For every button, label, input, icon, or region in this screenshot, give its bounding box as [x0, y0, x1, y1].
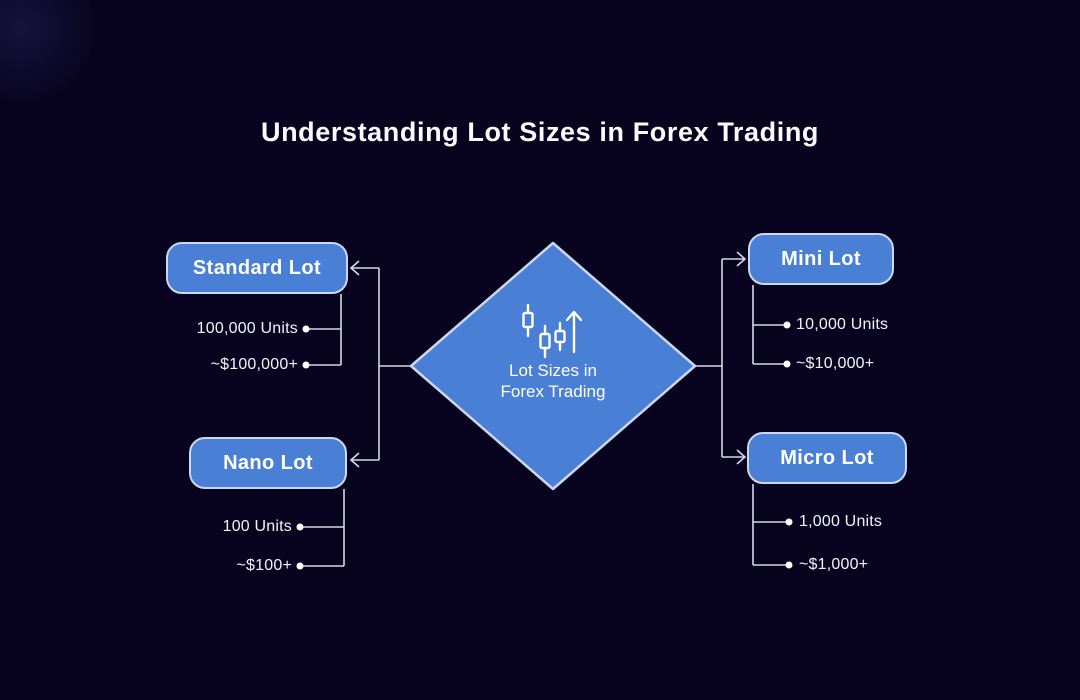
- candlestick-chart-up-arrow-icon: [522, 303, 583, 359]
- node-nano-lot-label: Nano Lot: [223, 451, 313, 474]
- stat-nano-value: ~$100+: [236, 557, 292, 574]
- node-mini-lot-label: Mini Lot: [781, 247, 861, 270]
- arrowhead-mini: [736, 251, 747, 267]
- node-nano-lot: Nano Lot: [189, 437, 347, 489]
- node-mini-lot: Mini Lot: [748, 233, 894, 285]
- stat-mini-value: ~$10,000+: [796, 355, 875, 372]
- stat-standard-value: ~$100,000+: [210, 356, 298, 373]
- center-label-line1: Lot Sizes in: [509, 361, 597, 380]
- connector-dots: [296, 321, 793, 570]
- node-micro-lot: Micro Lot: [747, 432, 907, 484]
- connector-lines: [302, 251, 788, 567]
- node-micro-lot-label: Micro Lot: [780, 446, 874, 469]
- center-diamond: [409, 241, 697, 491]
- node-standard-lot: Standard Lot: [166, 242, 348, 294]
- stat-standard-units: 100,000 Units: [196, 320, 298, 337]
- stat-micro-units: 1,000 Units: [799, 513, 883, 530]
- node-standard-lot-label: Standard Lot: [192, 256, 322, 279]
- stat-micro-value: ~$1,000+: [799, 556, 869, 573]
- page-title: Understanding Lot Sizes in Forex Trading: [260, 117, 820, 147]
- stat-nano-units: 100 Units: [222, 518, 292, 535]
- stat-mini-units: 10,000 Units: [796, 316, 889, 333]
- arrowhead-nano: [349, 452, 360, 468]
- arrowhead-standard: [349, 260, 360, 276]
- center-diamond-label: Lot Sizes in Forex Trading: [463, 360, 643, 402]
- arrowhead-micro: [736, 449, 747, 465]
- center-label-line2: Forex Trading: [500, 382, 606, 401]
